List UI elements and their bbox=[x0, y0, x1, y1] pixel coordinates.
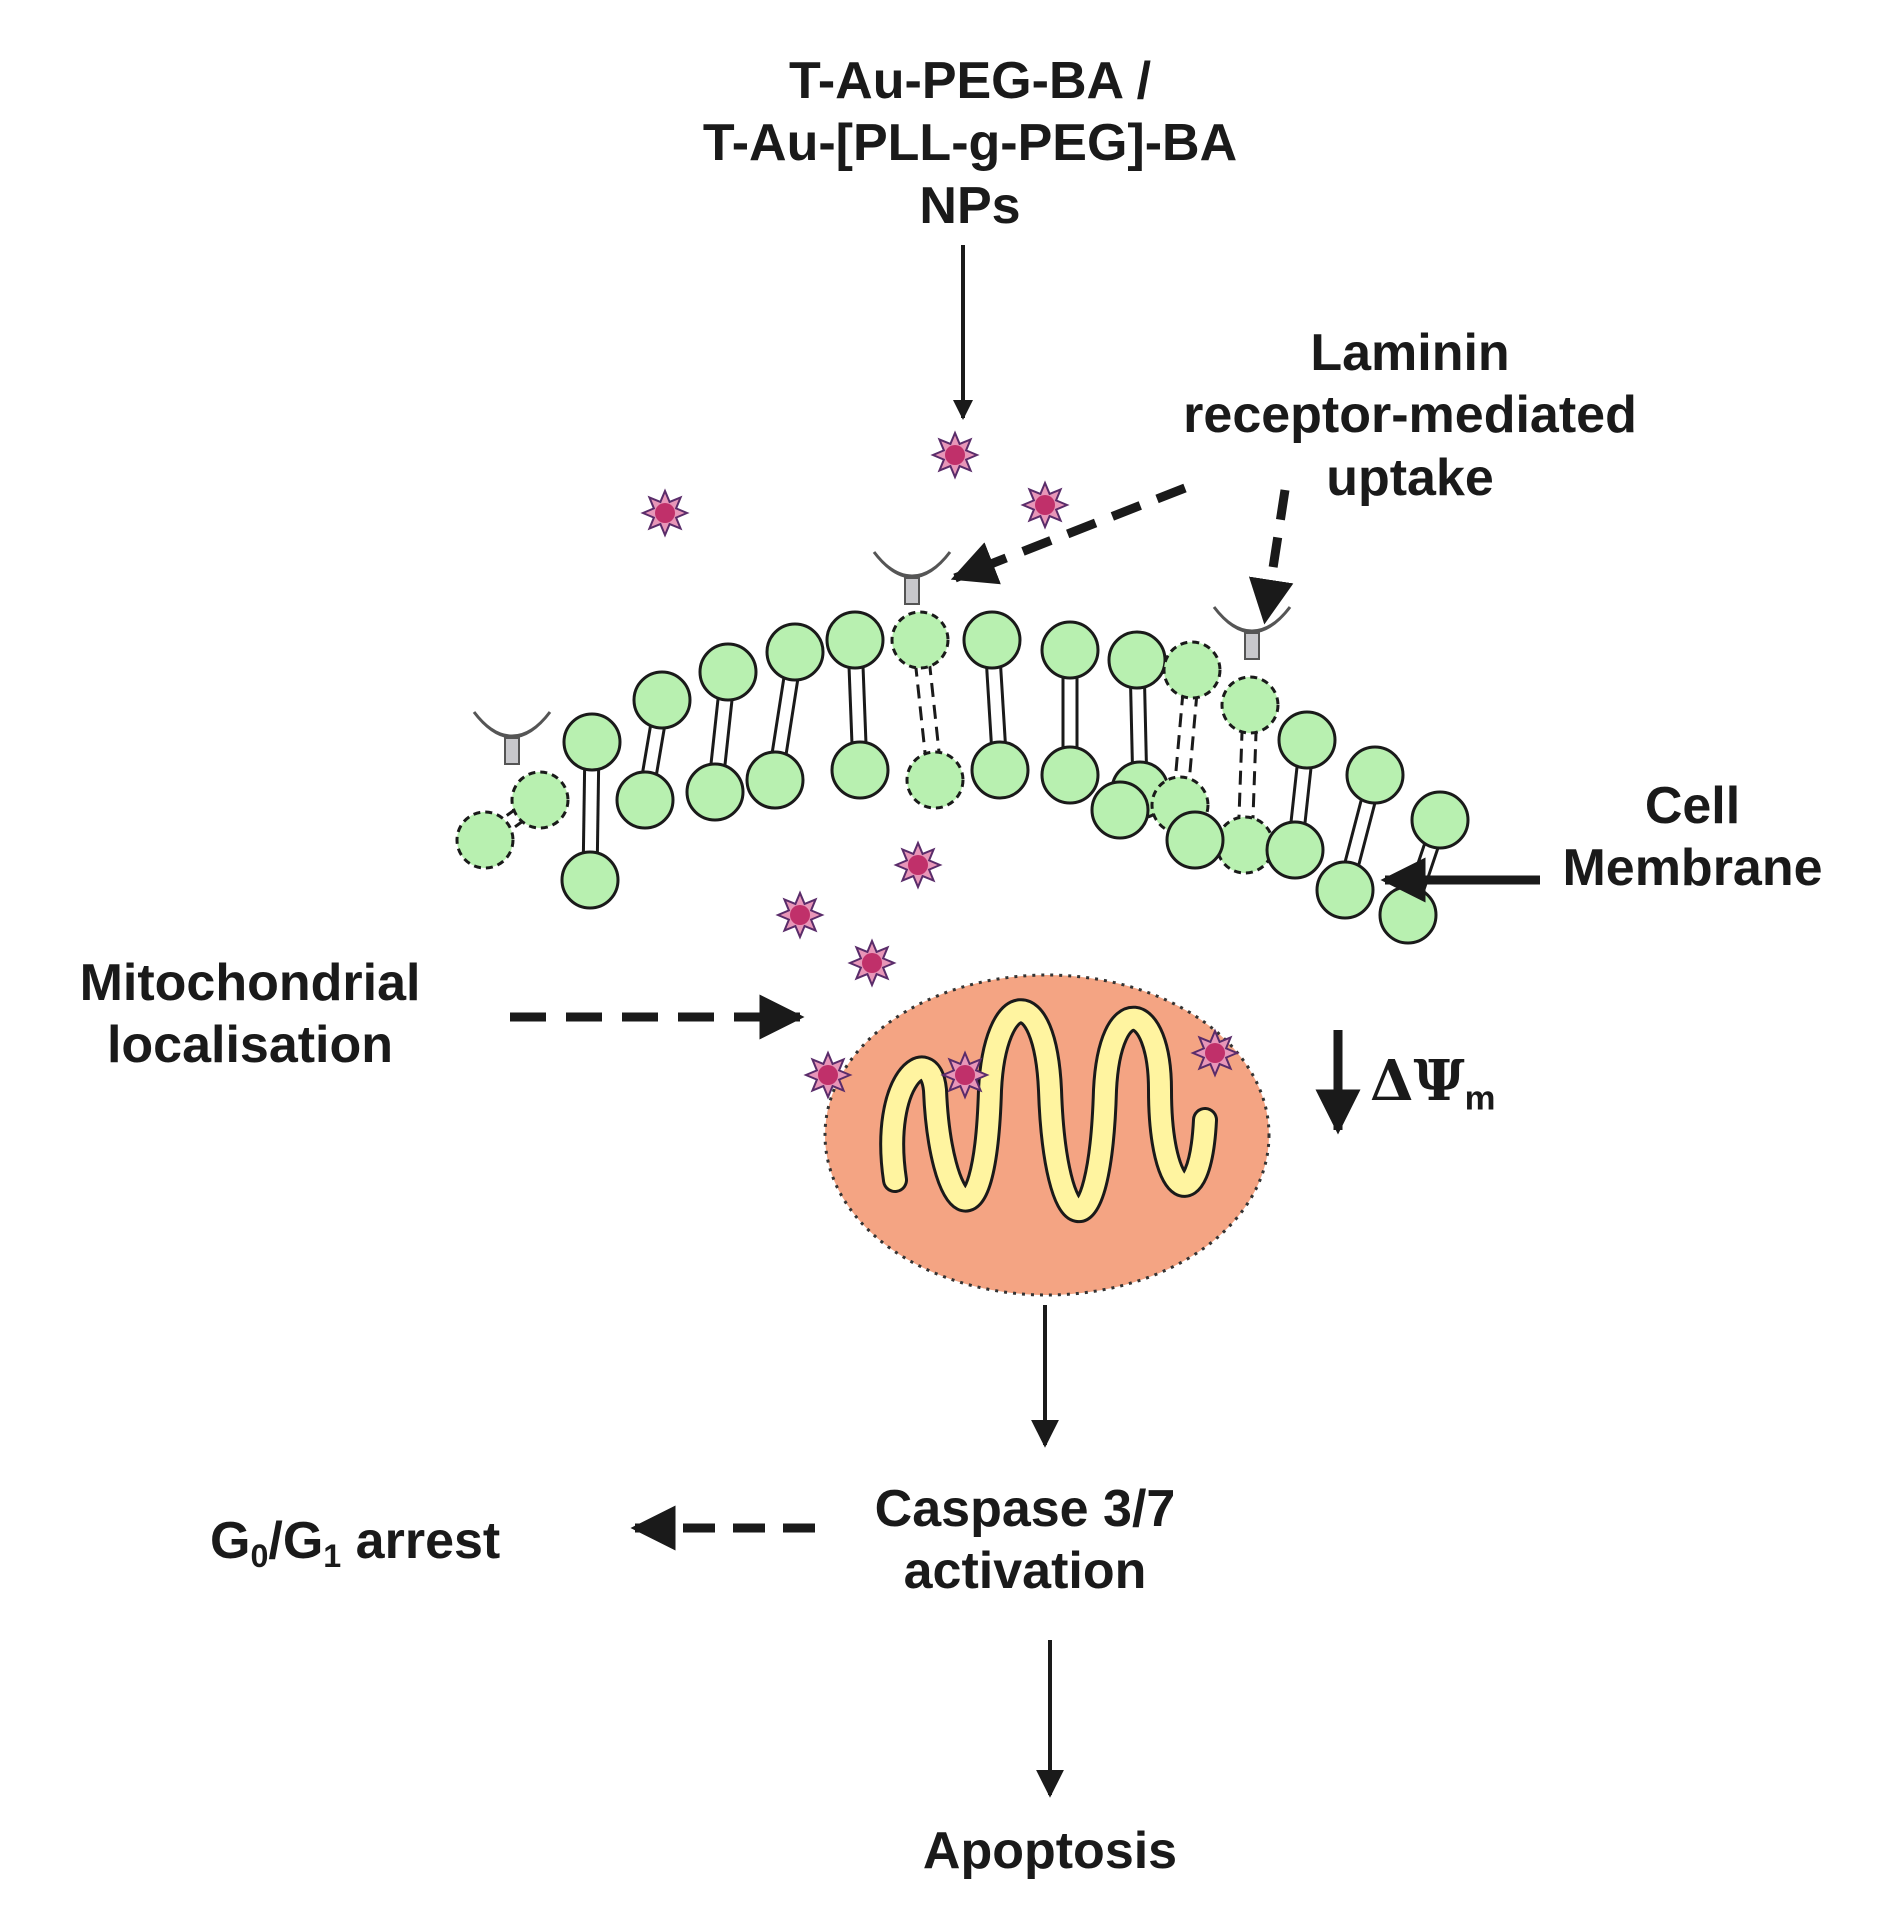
mitochondrion bbox=[823, 973, 1271, 1297]
lipid-head bbox=[905, 750, 965, 810]
lipid-head bbox=[1215, 815, 1275, 875]
lipid-head bbox=[1315, 860, 1375, 920]
lipid-head bbox=[1220, 675, 1280, 735]
arrow-laminin-down bbox=[1248, 489, 1294, 625]
nanoparticles bbox=[640, 430, 1240, 1100]
membrane-potential-label: ΔΨm bbox=[1370, 1048, 1496, 1118]
nanoparticle bbox=[940, 1050, 990, 1100]
caspase-label: Caspase 3/7 activation bbox=[805, 1478, 1245, 1603]
lipid-head bbox=[1040, 745, 1100, 805]
arrest-slash: /G bbox=[268, 1512, 324, 1570]
laminin-label-line1: Laminin bbox=[1310, 324, 1510, 382]
lipid-head bbox=[1162, 640, 1222, 700]
laminin-receptors bbox=[472, 551, 1292, 765]
lipid-head bbox=[1265, 820, 1325, 880]
lipid-head bbox=[698, 642, 758, 702]
lipid-head bbox=[970, 740, 1030, 800]
arrest-g: G bbox=[210, 1512, 251, 1570]
nanoparticle bbox=[847, 938, 897, 988]
lipid-head bbox=[1040, 620, 1100, 680]
arrest-rest: arrest bbox=[341, 1512, 501, 1570]
lipid-head bbox=[830, 740, 890, 800]
laminin-label-line2: receptor-mediated bbox=[1183, 386, 1637, 445]
laminin-receptor bbox=[872, 551, 952, 605]
membrane-label-line1: Cell bbox=[1644, 777, 1741, 835]
mitochondrial-localisation-label: Mitochondrial localisation bbox=[30, 952, 470, 1077]
laminin-uptake-label: Laminin receptor-mediated uptake bbox=[1120, 322, 1700, 509]
lipid-heads bbox=[455, 610, 1470, 945]
lipid-head bbox=[1277, 710, 1337, 770]
arrow-laminin-left bbox=[950, 483, 1187, 585]
cell-membrane-label: Cell Membrane bbox=[1520, 775, 1865, 900]
delta-psi: ΔΨ bbox=[1370, 1048, 1465, 1114]
np-label-line1: T-Au-PEG-BA / bbox=[788, 52, 1152, 110]
lipid-head bbox=[685, 762, 745, 822]
lipid-head bbox=[745, 750, 805, 810]
np-label-line3: NPs bbox=[919, 176, 1021, 235]
lipid-head bbox=[1378, 885, 1438, 945]
np-label-line2: T-Au-[PLL-g-PEG]-BA bbox=[702, 114, 1238, 173]
lipid-head bbox=[1107, 630, 1167, 690]
lipid-head bbox=[765, 622, 825, 682]
nanoparticle bbox=[1020, 480, 1070, 530]
cell-cycle-arrest-label: G0/G1 arrest bbox=[210, 1510, 500, 1572]
laminin-receptor bbox=[1212, 606, 1292, 660]
nanoparticle bbox=[1190, 1028, 1240, 1078]
nanoparticle bbox=[930, 430, 980, 480]
delta-psi-subscript: m bbox=[1464, 1079, 1496, 1118]
lipid-head bbox=[560, 850, 620, 910]
nanoparticle-label: T-Au-PEG-BA / T-Au-[PLL-g-PEG]-BA NPs bbox=[690, 50, 1250, 237]
arrest-sub1: 1 bbox=[323, 1538, 342, 1575]
lipid-head bbox=[1165, 810, 1225, 870]
lipid-head bbox=[1090, 780, 1150, 840]
lipid-head bbox=[890, 610, 950, 670]
lipid-head bbox=[1345, 745, 1405, 805]
lipid-head bbox=[562, 712, 622, 772]
mito-label-line2: localisation bbox=[106, 1016, 394, 1075]
laminin-receptor bbox=[472, 711, 552, 765]
nanoparticle bbox=[893, 840, 943, 890]
lipid-head bbox=[455, 810, 515, 870]
lipid-head bbox=[510, 770, 570, 830]
lipid-head bbox=[632, 670, 692, 730]
mito-label-line1: Mitochondrial bbox=[79, 954, 421, 1012]
apoptosis-label: Apoptosis bbox=[860, 1820, 1240, 1882]
lipid-head bbox=[962, 610, 1022, 670]
caspase-label-line2: activation bbox=[903, 1542, 1147, 1601]
arrest-sub0: 0 bbox=[250, 1538, 269, 1575]
membrane-label-line2: Membrane bbox=[1562, 839, 1823, 898]
nanoparticle bbox=[775, 890, 825, 940]
lipid-head bbox=[1410, 790, 1470, 850]
lipid-head bbox=[615, 770, 675, 830]
lipid-head bbox=[825, 610, 885, 670]
nanoparticle bbox=[803, 1050, 853, 1100]
nanoparticle bbox=[640, 488, 690, 538]
apoptosis-text: Apoptosis bbox=[922, 1822, 1178, 1880]
caspase-label-line1: Caspase 3/7 bbox=[874, 1480, 1176, 1538]
laminin-label-line3: uptake bbox=[1326, 448, 1494, 507]
